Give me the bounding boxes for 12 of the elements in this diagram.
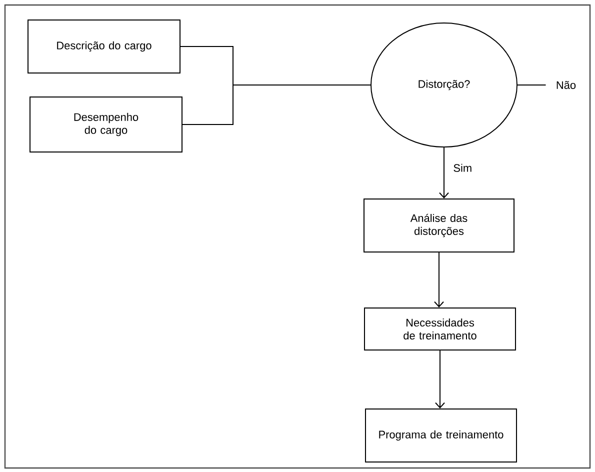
arrow [435,350,445,408]
process-box: Descrição do cargo [28,20,180,74]
outcome-text: Não [556,81,576,89]
connector-line [517,84,546,86]
process-box: Análise das distorções [364,198,514,252]
process-box: Necessidades de treinamento [364,308,516,350]
arrow [434,252,444,308]
arrow [439,147,449,198]
process-box: Desempenho do cargo [30,96,182,152]
process-box: Programa de treinamento [365,408,517,462]
edge-label: Sim [452,162,474,173]
connector-line [182,84,371,125]
